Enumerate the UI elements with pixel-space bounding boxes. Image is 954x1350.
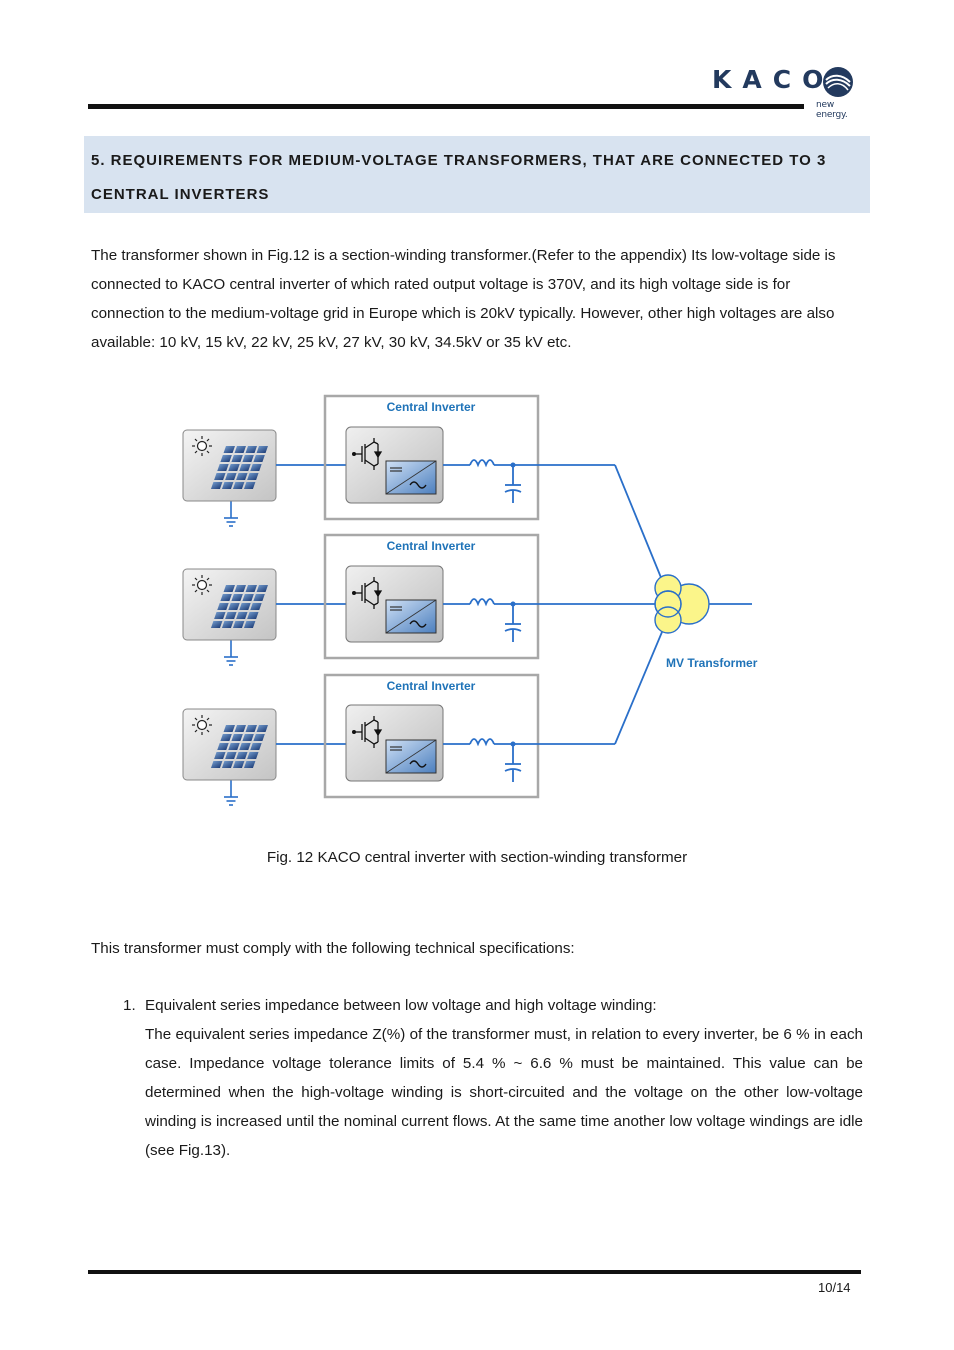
kaco-swirl-icon <box>823 67 853 97</box>
central-inverter-label-1: Central Inverter <box>386 400 476 414</box>
figure-caption: Fig. 12 KACO central inverter with secti… <box>266 849 688 866</box>
list-item-body: The equivalent series impedance Z(%) of … <box>145 1026 863 1159</box>
page-number: 10/14 <box>818 1280 851 1295</box>
pv-array-1 <box>182 429 277 527</box>
section-title: 5. Requirements for medium-voltage trans… <box>91 152 827 203</box>
inverter-unit-1 <box>345 426 444 504</box>
central-inverter-label-3: Central Inverter <box>386 679 476 693</box>
intro-paragraph: The transformer shown in Fig.12 is a sec… <box>91 247 836 351</box>
list-item-number: 1. <box>123 997 136 1014</box>
spec-intro-paragraph: This transformer must comply with the fo… <box>91 940 575 957</box>
header-rule <box>88 104 804 109</box>
pv-array-2 <box>182 568 277 666</box>
logo-tagline: new energy. <box>816 100 848 120</box>
inverter-unit-3 <box>345 704 444 782</box>
inverter-unit-2 <box>345 565 444 643</box>
list-item-title: Equivalent series impedance between low … <box>145 997 657 1014</box>
section-heading-box: 5. Requirements for medium-voltage trans… <box>84 136 870 213</box>
logo-wordmark: KACO <box>712 65 835 94</box>
mv-transformer-label: MV Transformer <box>666 656 758 670</box>
kaco-logo: KACO new energy. <box>712 64 862 120</box>
central-inverter-label-2: Central Inverter <box>386 539 476 553</box>
footer-rule <box>88 1270 861 1274</box>
mv-transformer-symbol <box>654 574 710 634</box>
pv-array-3 <box>182 708 277 806</box>
